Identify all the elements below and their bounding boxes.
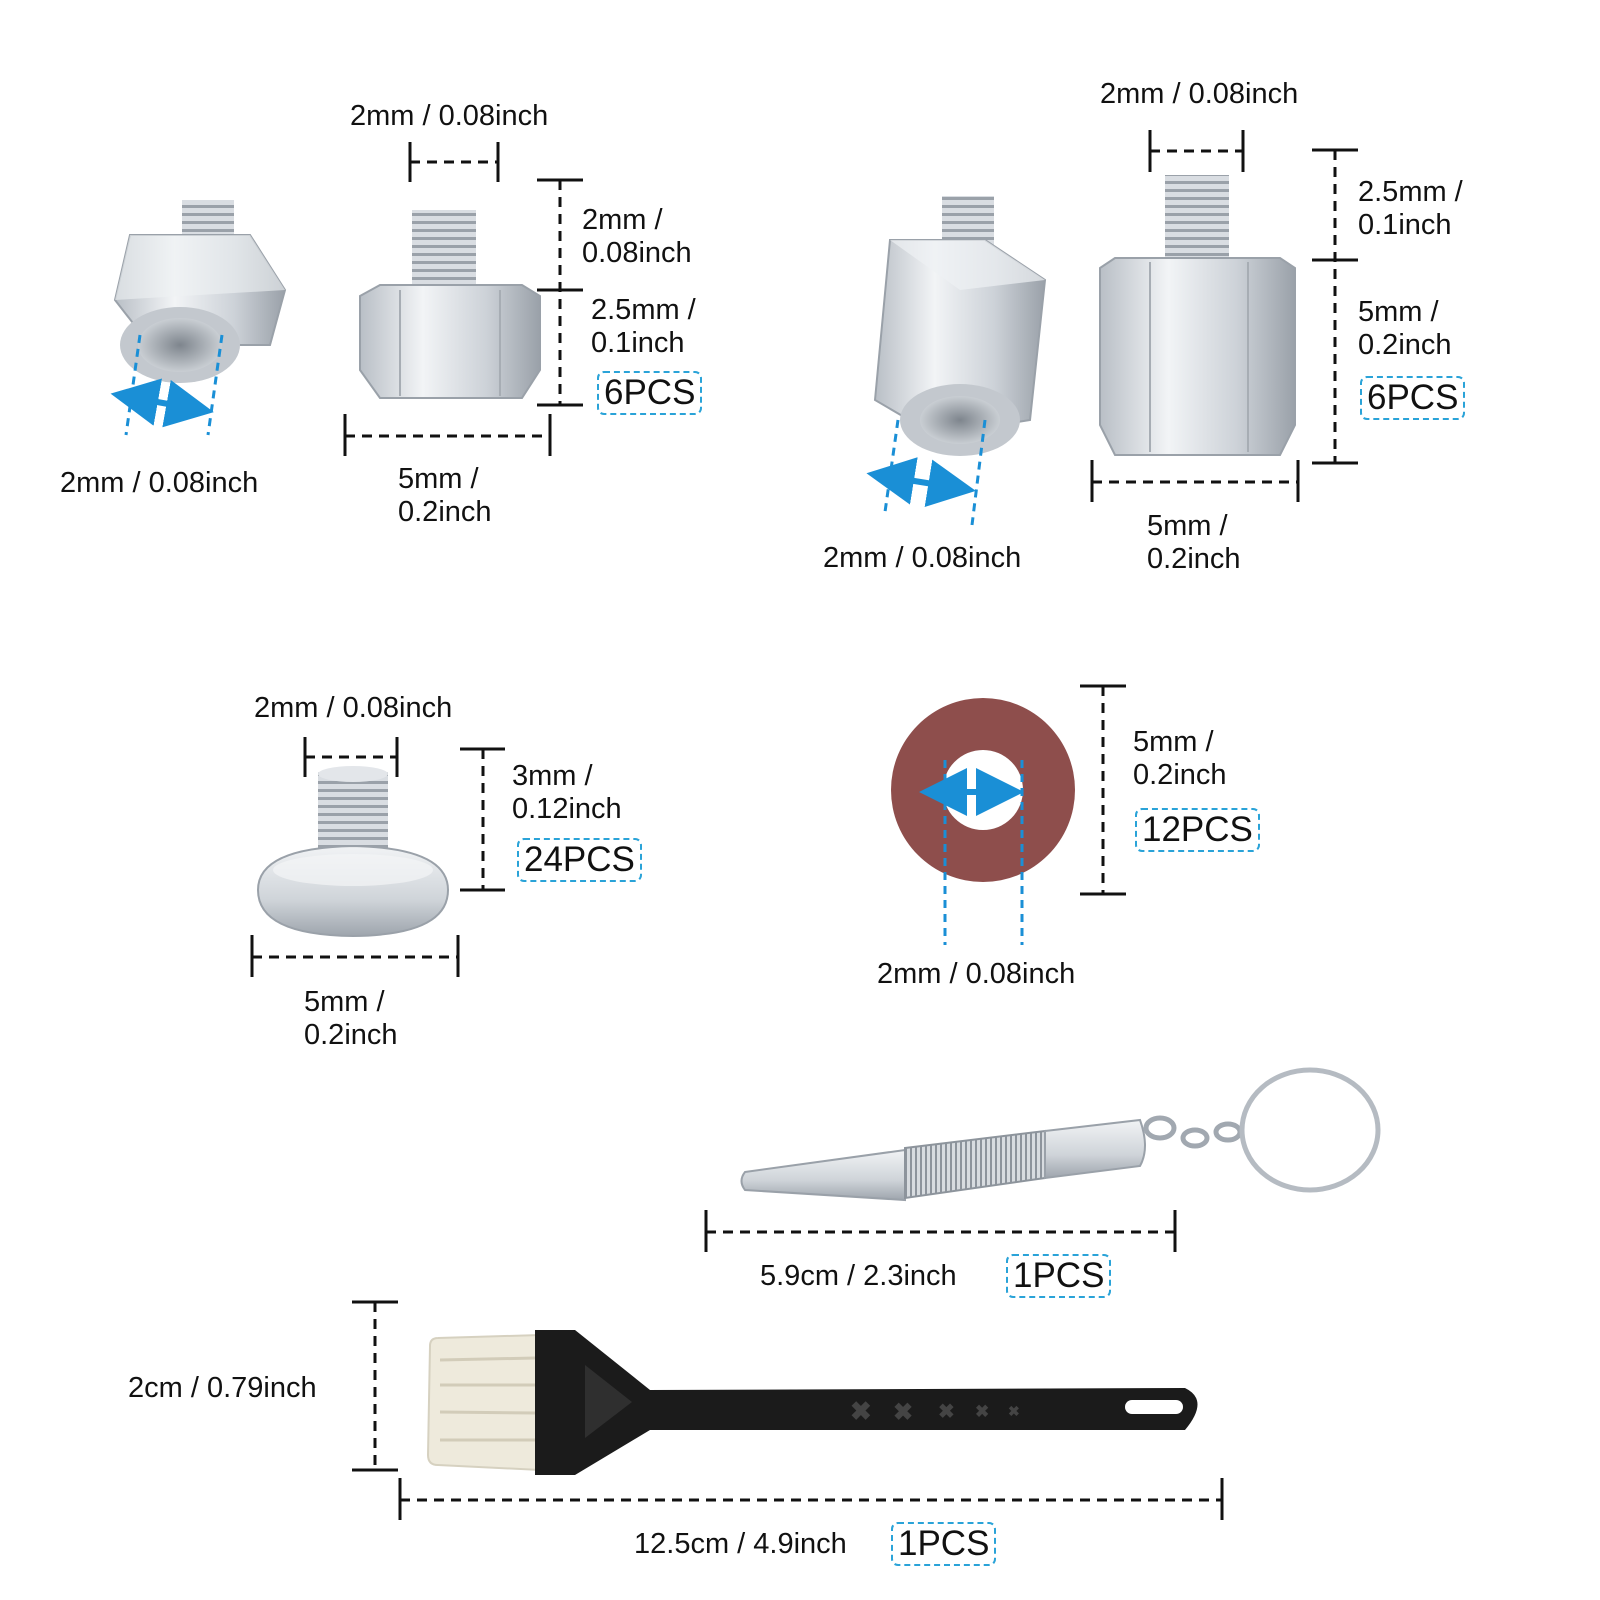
thumb-screw-top-width-label: 2mm / 0.08inch: [254, 692, 453, 724]
brush-qty-badge: 1PCS: [891, 1522, 997, 1566]
standoff-long-hole-label: 2mm / 0.08inch: [823, 542, 1022, 574]
standoff-long-thread-height-label: 2.5mm / 0.1inch: [1358, 176, 1463, 241]
standoff-short-hole-dim: [110, 334, 224, 436]
standoff-long-qty-badge: 6PCS: [1360, 376, 1466, 420]
screwdriver-dims: [704, 1210, 1177, 1252]
standoff-short-hole-label: 2mm / 0.08inch: [60, 467, 259, 499]
thumb-screw-width-label: 5mm / 0.2inch: [304, 986, 398, 1051]
screwdriver-keychain: [740, 1067, 1381, 1202]
screwdriver-qty-badge: 1PCS: [1006, 1254, 1112, 1298]
svg-text:✖: ✖: [938, 1401, 955, 1423]
thumb-screw-qty-badge: 24PCS: [517, 838, 642, 882]
washer-outer-label: 5mm / 0.2inch: [1133, 726, 1227, 791]
standoff-short-angled: [113, 200, 287, 383]
thumb-screw-height-label: 3mm / 0.12inch: [512, 760, 622, 825]
screwdriver-length-label: 5.9cm / 2.3inch: [760, 1260, 957, 1292]
standoff-long-body-width-label: 5mm / 0.2inch: [1147, 510, 1241, 575]
svg-text:✖: ✖: [1008, 1403, 1020, 1419]
thumb-screw-dims: [250, 737, 505, 977]
standoff-long-body-height-label: 5mm / 0.2inch: [1358, 296, 1452, 361]
standoff-long-angled: [873, 196, 1047, 456]
svg-text:✖: ✖: [975, 1402, 989, 1421]
thumb-screw: [256, 766, 450, 938]
standoff-short-dims: [343, 142, 583, 456]
svg-text:✖: ✖: [893, 1399, 913, 1426]
standoff-short-thread-height-label: 2mm / 0.08inch: [582, 204, 692, 269]
standoff-short-side: [359, 210, 541, 399]
washer-dims: [919, 684, 1126, 945]
anti-static-brush: ✖ ✖ ✖ ✖ ✖: [426, 1330, 1198, 1475]
brush-dims: [352, 1300, 1224, 1520]
standoff-short-body-width-label: 5mm / 0.2inch: [398, 463, 492, 528]
standoff-long-hole-dim: [866, 419, 987, 526]
washer-inner-label: 2mm / 0.08inch: [877, 958, 1076, 990]
standoff-long-top-width-label: 2mm / 0.08inch: [1100, 78, 1299, 110]
brush-height-label: 2cm / 0.79inch: [128, 1372, 317, 1404]
standoff-long-dims: [1090, 130, 1358, 502]
svg-text:✖: ✖: [850, 1396, 872, 1426]
standoff-short-body-height-label: 2.5mm / 0.1inch: [591, 294, 696, 359]
standoff-short-qty-badge: 6PCS: [597, 371, 703, 415]
brush-length-label: 12.5cm / 4.9inch: [634, 1528, 847, 1560]
washer-qty-badge: 12PCS: [1135, 808, 1260, 852]
standoff-long-side: [1099, 175, 1296, 456]
standoff-short-top-width-label: 2mm / 0.08inch: [350, 100, 549, 132]
